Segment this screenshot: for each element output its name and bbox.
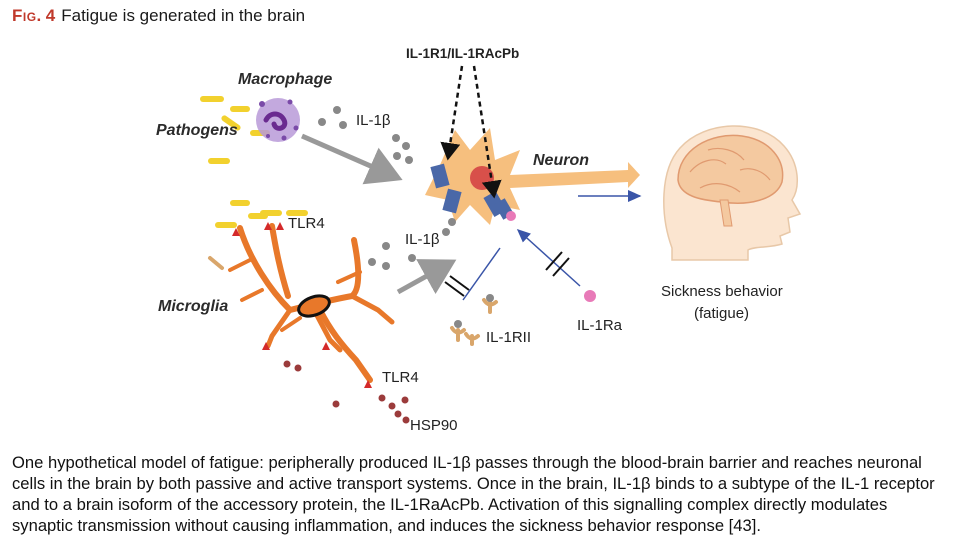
- il1b-label-mid: IL-1β: [405, 231, 440, 248]
- tlr4-label-bottom: TLR4: [382, 369, 419, 386]
- transport-arrow-mid: [396, 259, 457, 295]
- il1ra-label: IL-1Ra: [577, 317, 623, 334]
- figure-label: Fig.: [12, 6, 42, 25]
- figure-number: 4: [45, 6, 56, 25]
- pathogen-rod: [286, 210, 308, 216]
- figure-title-text: Fatigue is generated in the brain: [61, 6, 306, 25]
- tlr4-label-top: TLR4: [288, 215, 325, 232]
- macrophage-cell: [256, 98, 300, 142]
- sickness-label-line1: Sickness behavior: [661, 283, 783, 300]
- pathogen-rod: [208, 158, 230, 164]
- figure-title: Fig.4 Fatigue is generated in the brain: [12, 6, 305, 26]
- pathogen-rod: [200, 96, 224, 102]
- il1ra-molecule: [584, 290, 596, 302]
- pathogen-rod: [230, 106, 250, 112]
- hsp90-dots: [283, 360, 410, 424]
- pathogens-group: [200, 96, 308, 228]
- sickness-label-line2: (fatigue): [694, 305, 749, 322]
- brain-head-image: [663, 125, 802, 261]
- receptor-arrow-right: [472, 65, 502, 199]
- il1rii-label: IL-1RII: [486, 329, 531, 346]
- il1b-label-top: IL-1β: [356, 112, 391, 129]
- il1b-dots-mid: [368, 218, 456, 270]
- blocked-arrow-il1rii: [444, 247, 501, 301]
- receptor-arrow-left: [440, 65, 464, 161]
- il1rii-decoys: [450, 294, 498, 346]
- blocked-arrow-il1ra: [516, 228, 581, 287]
- fatigue-diagram: Macrophage Pathogens IL-1β Neuron IL-1R1…: [156, 46, 802, 434]
- pathogen-rod: [248, 213, 268, 219]
- receptor-label: IL-1R1/IL-1RAcPb: [406, 46, 519, 61]
- microglia-label: Microglia: [158, 298, 228, 315]
- neuron-label: Neuron: [533, 152, 589, 169]
- neuron-cell: [425, 128, 640, 225]
- macrophage-label: Macrophage: [238, 71, 332, 88]
- pathogen-rod: [221, 115, 241, 131]
- hsp90-label: HSP90: [410, 417, 458, 434]
- microglia-nucleus: [297, 294, 331, 318]
- tlr4-receptors: [232, 222, 372, 388]
- pathogen-rod: [230, 200, 250, 206]
- transport-arrow-top: [300, 133, 403, 185]
- figure-caption: One hypothetical model of fatigue: perip…: [12, 453, 935, 535]
- pathogen-rod: [215, 222, 237, 228]
- pathogens-label: Pathogens: [156, 122, 238, 139]
